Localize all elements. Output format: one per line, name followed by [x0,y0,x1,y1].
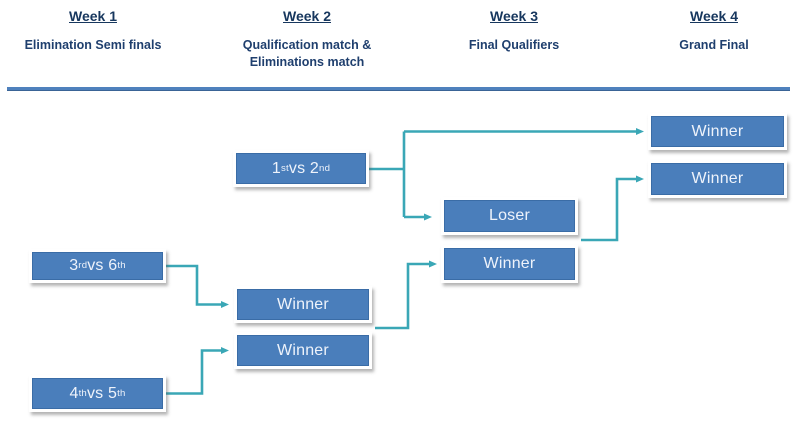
match-box-week2-winner-top-label: Winner [237,289,369,320]
header-column-week-2: Week 2 Qualification match & Elimination… [217,8,397,70]
match-box-week3-winner: Winner [441,245,578,283]
match-box-week3-loser: Loser [441,197,578,235]
match-box-week2-winner-bottom-label: Winner [237,335,369,366]
connector-3v6-winner-arrow [166,264,229,308]
match-box-week4-winner-top: Winner [648,113,787,150]
week-1-subtitle: Elimination Semi finals [24,38,162,52]
timeline-divider [7,87,790,91]
header-column-week-3: Week 3 Final Qualifiers [424,8,604,54]
week-2-title: Week 2 [283,8,331,24]
match-box-week4-winner-bottom-label: Winner [651,163,784,195]
match-box-week3-loser-label: Loser [444,200,575,232]
week-1-title: Week 1 [69,8,117,24]
week-4-title: Week 4 [690,8,738,24]
match-box-week2-winner-top: Winner [234,286,372,323]
header-column-week-1: Week 1 Elimination Semi finals [13,8,173,54]
match-box-week2-winner-bottom: Winner [234,332,372,369]
connector-final-qualifier-to-grand-final-arrow [581,175,644,242]
week-3-title: Week 3 [490,8,538,24]
match-box-week4-winner-top-label: Winner [651,116,784,147]
connector-week2-winners-to-week3-arrow [375,260,437,330]
connector-4v5-winner-arrow [166,347,229,395]
week-2-subtitle-line-2: Eliminations match [249,54,365,69]
header-column-week-4: Week 4 Grand Final [624,8,800,54]
week-3-subtitle: Final Qualifiers [468,38,560,52]
match-box-week3-winner-label: Winner [444,248,575,280]
match-box-week4-winner-bottom: Winner [648,160,787,198]
week-2-subtitle-line-1: Qualification match & [242,38,372,52]
week-4-subtitle: Grand Final [679,38,749,52]
week-2-subtitle: Qualification match & Eliminations match [217,37,397,70]
